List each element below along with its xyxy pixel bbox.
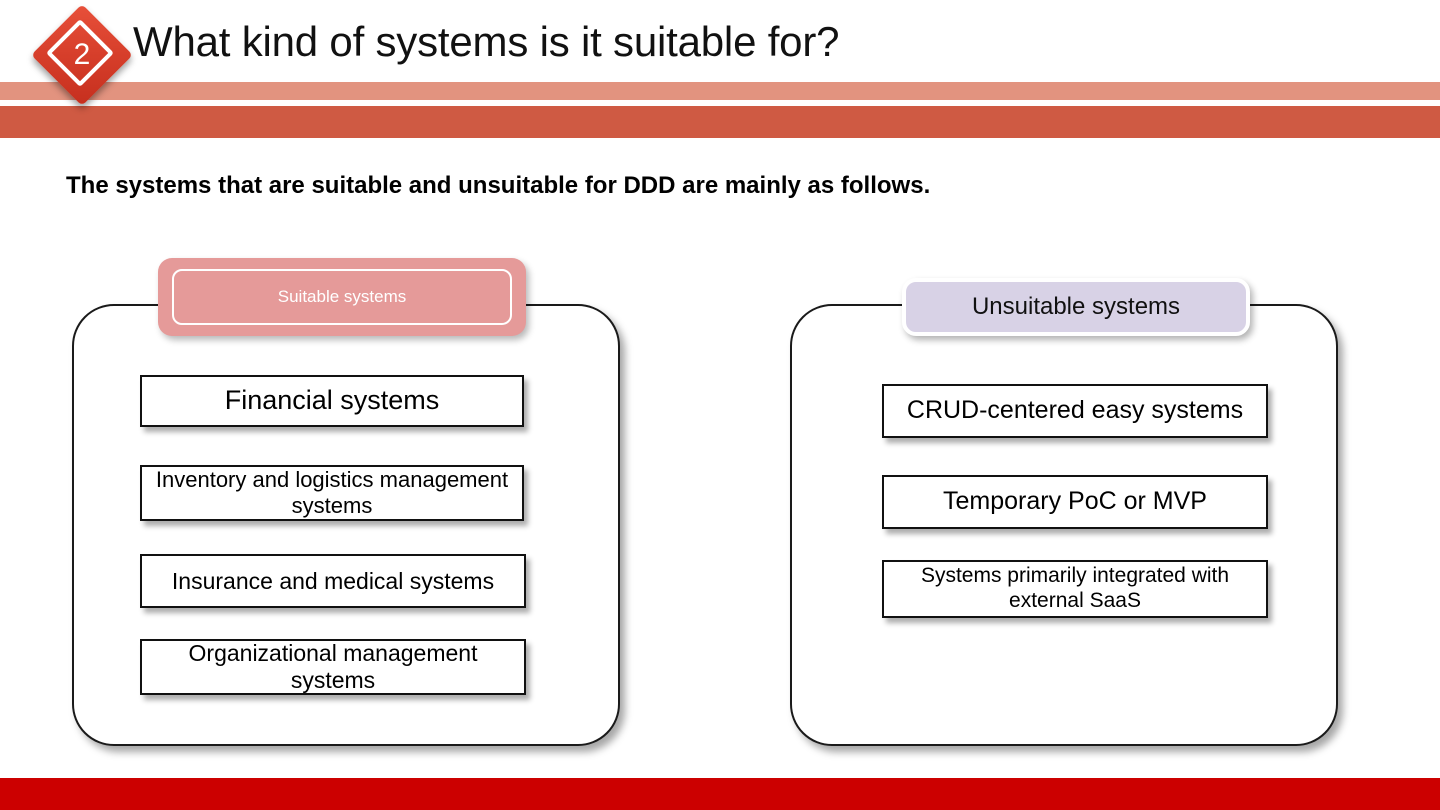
group-header-pill-suitable: Suitable systems — [158, 258, 526, 336]
header-accent-bar-gap — [0, 100, 1440, 106]
footer-accent-bar — [0, 778, 1440, 810]
header-accent-bar-light — [0, 82, 1440, 100]
diamond-badge-icon: 2 — [31, 4, 133, 106]
list-item: Inventory and logistics management syste… — [140, 465, 524, 521]
list-item: Insurance and medical systems — [140, 554, 526, 608]
lead-paragraph: The systems that are suitable and unsuit… — [66, 172, 931, 199]
list-item: Financial systems — [140, 375, 524, 427]
slide-header: 2 What kind of systems is it suitable fo… — [0, 0, 1440, 140]
pill-inner-border — [172, 269, 512, 325]
header-accent-bar-dark — [0, 106, 1440, 138]
page-title: What kind of systems is it suitable for? — [133, 18, 840, 65]
list-item: Temporary PoC or MVP — [882, 475, 1268, 529]
group-header-label-unsuitable: Unsuitable systems — [971, 293, 1181, 320]
list-item: Organizational management systems — [140, 639, 526, 695]
group-header-pill-unsuitable: Unsuitable systems — [902, 278, 1250, 336]
badge-number-label: 2 — [73, 38, 91, 71]
list-item: CRUD-centered easy systems — [882, 384, 1268, 438]
list-item: Systems primarily integrated with extern… — [882, 560, 1268, 618]
group-header-label-suitable: Suitable systems — [277, 287, 407, 306]
